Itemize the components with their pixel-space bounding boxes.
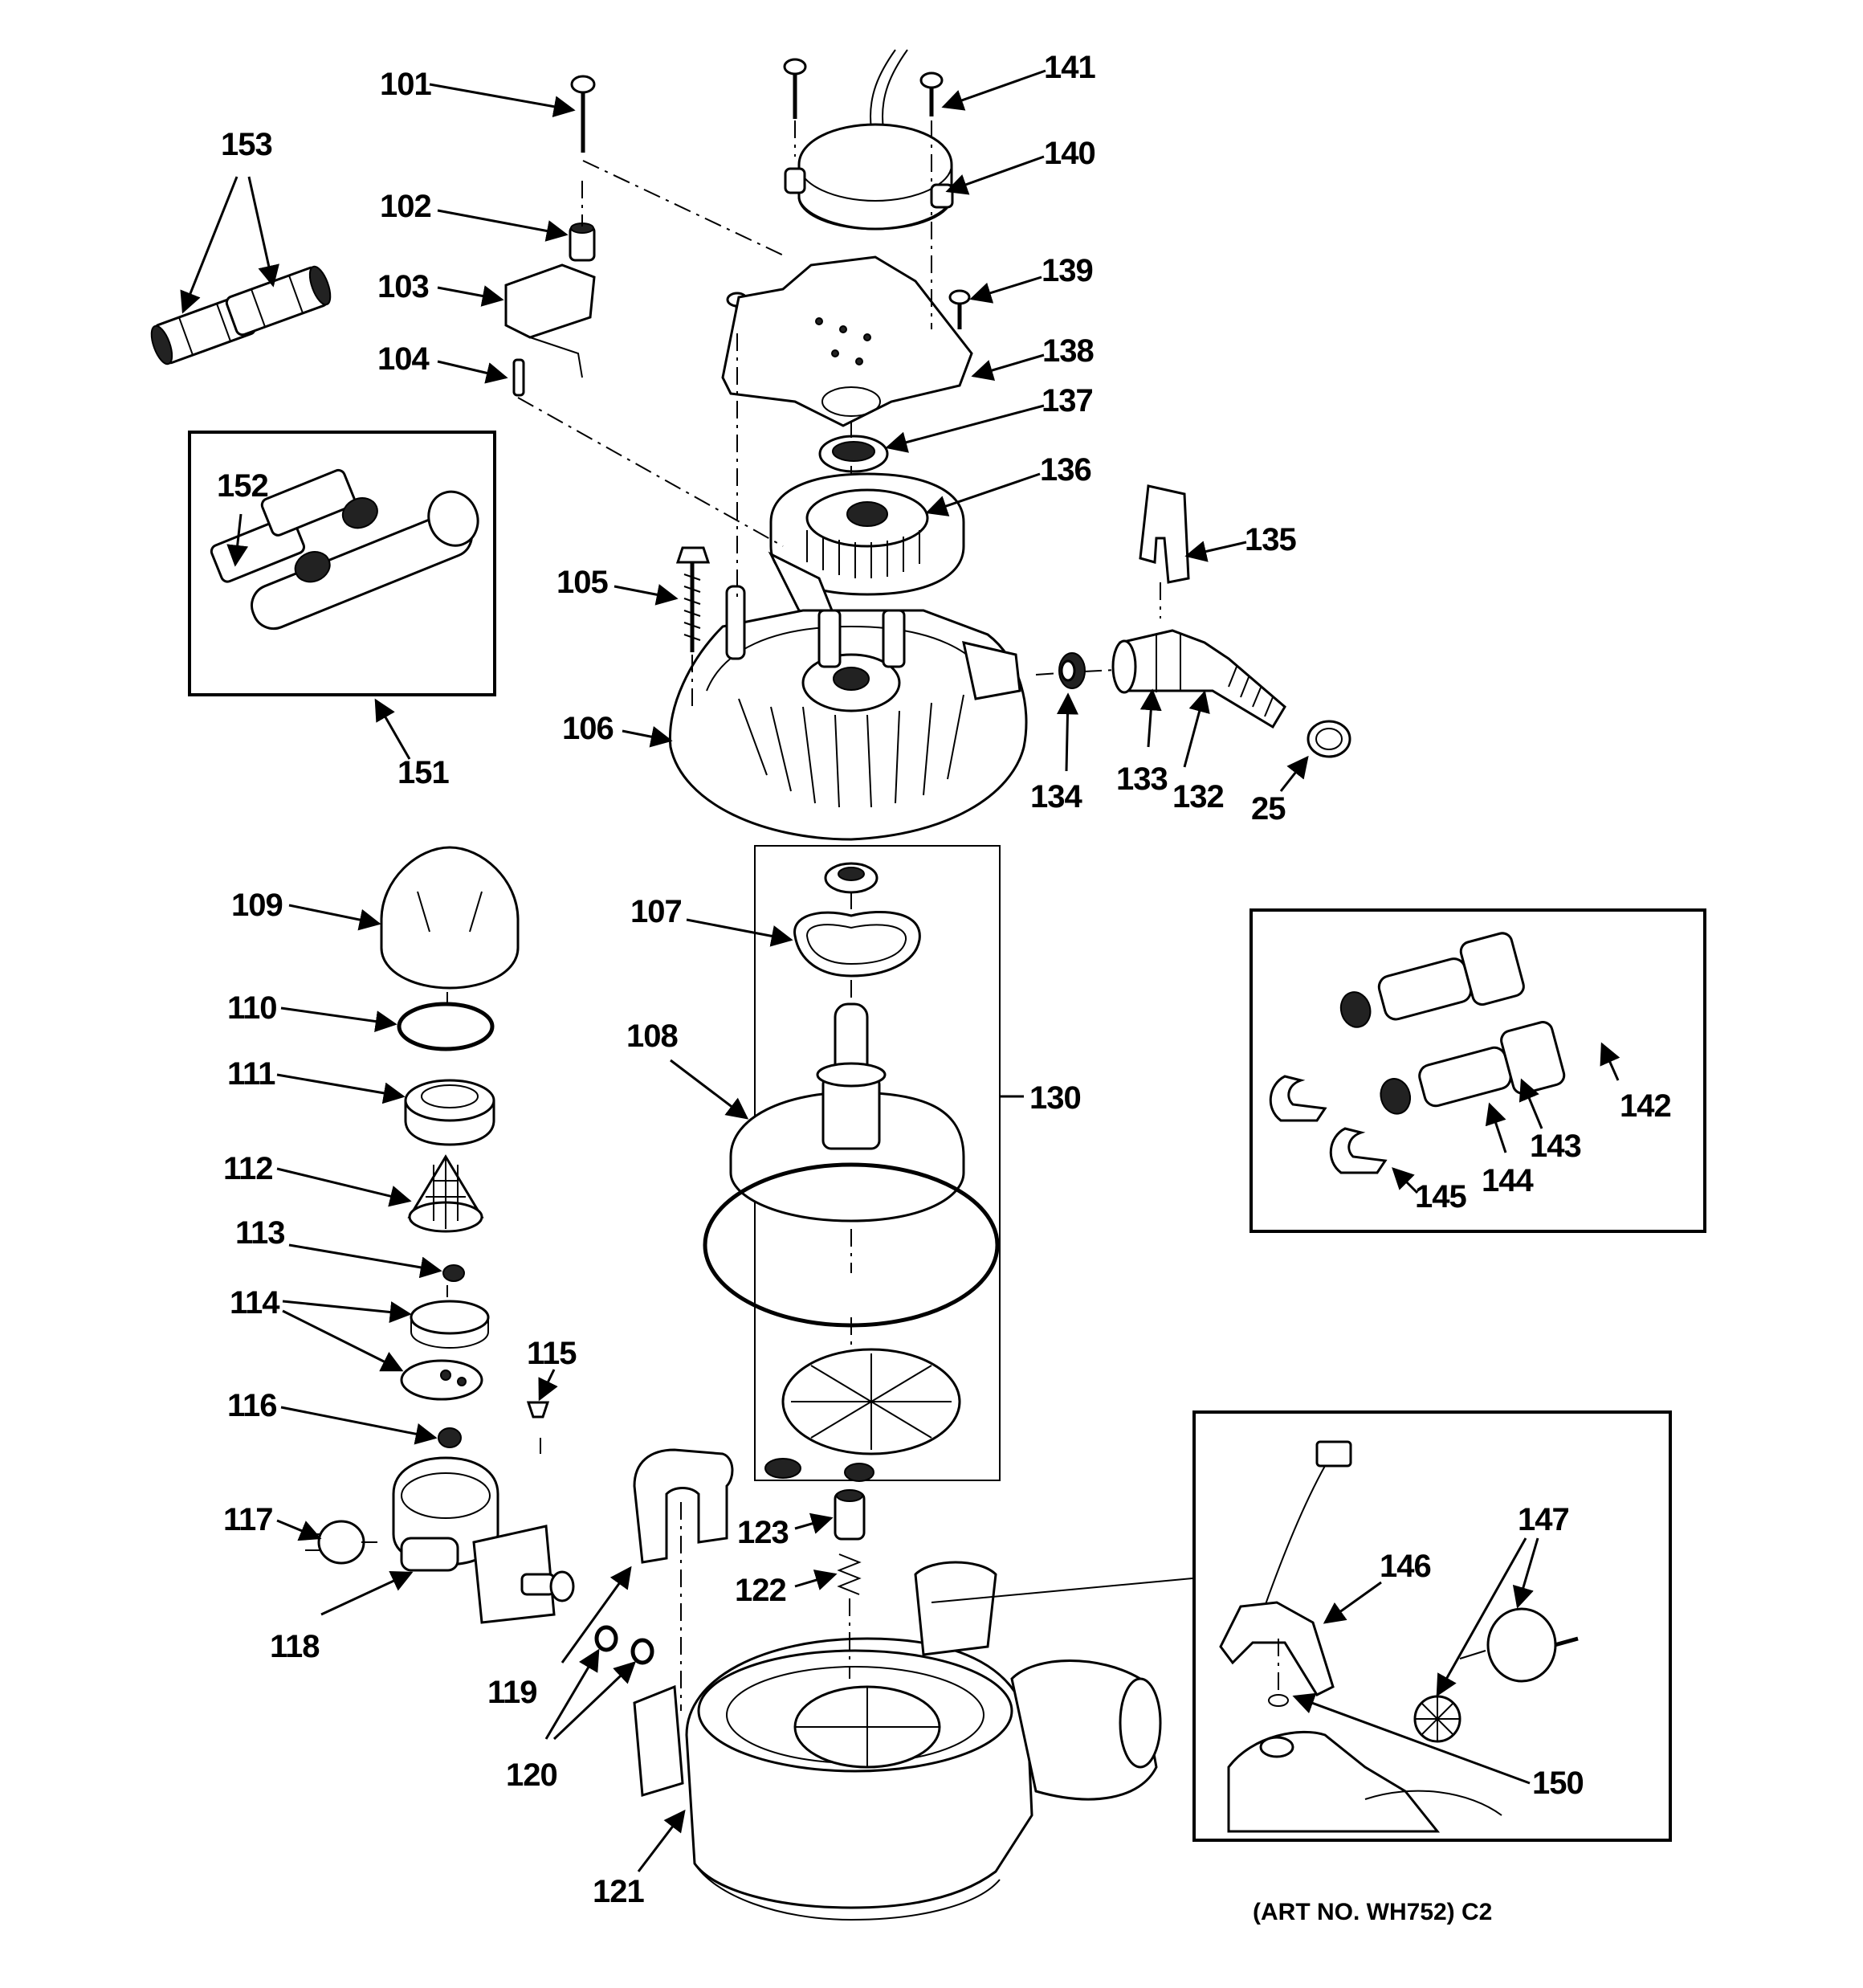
part-138-plate [721, 255, 973, 427]
label-136: 136 [1040, 452, 1091, 488]
label-133: 133 [1116, 761, 1168, 797]
part-150-meter-housing [1227, 1694, 1502, 1833]
part-123-spacer [834, 1489, 866, 1541]
part-116-washer [438, 1427, 462, 1448]
part-122-spring [837, 1553, 862, 1595]
part-110-oring [397, 1002, 495, 1051]
label-151: 151 [397, 755, 449, 790]
part-136-cam-gear [768, 472, 965, 621]
label-150: 150 [1532, 1766, 1584, 1801]
label-107: 107 [630, 894, 682, 929]
label-101: 101 [380, 67, 431, 102]
label-25: 25 [1251, 791, 1286, 827]
part-111-retainer [404, 1079, 495, 1146]
part-135-clip [1139, 484, 1190, 584]
part-114-discs [400, 1300, 490, 1401]
part-120-orings [594, 1625, 654, 1665]
part-134-ring [1058, 652, 1086, 689]
inset-box-turbine [1192, 1410, 1672, 1842]
part-106-valve-cover [668, 585, 1028, 841]
inset-box-151 [188, 431, 496, 696]
label-122: 122 [735, 1573, 786, 1608]
alignment-lines [446, 120, 1279, 1711]
part-147-turbine [1413, 1607, 1579, 1743]
part-112-screen [407, 1154, 484, 1233]
label-105: 105 [556, 565, 608, 600]
label-121: 121 [593, 1874, 644, 1909]
label-145: 145 [1415, 1179, 1466, 1214]
part-108-piston [729, 1091, 965, 1223]
label-112: 112 [223, 1151, 273, 1186]
label-139: 139 [1042, 253, 1093, 288]
label-147: 147 [1518, 1502, 1569, 1537]
label-132: 132 [1172, 779, 1224, 814]
label-134: 134 [1030, 779, 1082, 814]
part-119-clip [633, 1448, 734, 1564]
label-141: 141 [1044, 50, 1095, 85]
inset-box-bypass-fittings [1249, 908, 1706, 1233]
part-107-gasket [793, 911, 921, 978]
label-135: 135 [1245, 522, 1296, 557]
label-146: 146 [1380, 1549, 1431, 1584]
part-117-fitting [305, 1520, 377, 1565]
label-152: 152 [217, 468, 268, 504]
part-121-valve-body [633, 1561, 1193, 1921]
label-143: 143 [1530, 1129, 1581, 1164]
label-103: 103 [377, 269, 429, 304]
part-104-pin [512, 358, 525, 397]
label-118: 118 [270, 1629, 320, 1664]
part-146-sensor [1219, 1440, 1352, 1696]
label-114: 114 [230, 1285, 280, 1321]
part-109-cap [380, 846, 520, 990]
label-142: 142 [1620, 1088, 1671, 1124]
part-103-switch [504, 263, 596, 378]
part-141-screws [783, 58, 944, 119]
art-number: (ART NO. WH752) C2 [1253, 1899, 1492, 1925]
part-130-group [703, 862, 1000, 1482]
label-123: 123 [737, 1515, 789, 1550]
label-130: 130 [1029, 1080, 1081, 1116]
part-142-145-fittings [1269, 932, 1566, 1174]
leader-lines [180, 69, 1620, 1872]
label-119: 119 [487, 1675, 537, 1710]
part-labels: 101 102 103 104 105 106 107 108 109 110 … [217, 50, 1672, 1925]
label-138: 138 [1042, 333, 1094, 369]
label-140: 140 [1044, 136, 1095, 171]
part-153-fittings [150, 265, 332, 365]
part-115-plug [526, 1401, 550, 1419]
part-140-motor [784, 49, 954, 231]
label-153: 153 [221, 127, 272, 162]
label-144: 144 [1482, 1163, 1534, 1198]
label-113: 113 [235, 1215, 285, 1251]
part-105-screw [675, 546, 711, 652]
label-115: 115 [527, 1336, 577, 1371]
label-108: 108 [626, 1018, 678, 1054]
part-101-screw [570, 75, 596, 153]
label-111: 111 [227, 1056, 275, 1092]
part-152-manifold [210, 468, 479, 631]
label-102: 102 [380, 189, 431, 224]
label-117: 117 [223, 1502, 273, 1537]
label-106: 106 [562, 711, 614, 746]
label-120: 120 [506, 1757, 557, 1793]
label-110: 110 [227, 990, 277, 1026]
part-118-housing [392, 1456, 575, 1624]
part-102-spacer [569, 222, 596, 262]
part-137-bushing [818, 435, 889, 473]
label-109: 109 [231, 888, 283, 923]
label-137: 137 [1042, 383, 1093, 418]
label-104: 104 [377, 341, 430, 377]
part-25-clamp [1307, 720, 1351, 758]
label-116: 116 [227, 1388, 277, 1423]
part-113-washer [442, 1264, 465, 1282]
